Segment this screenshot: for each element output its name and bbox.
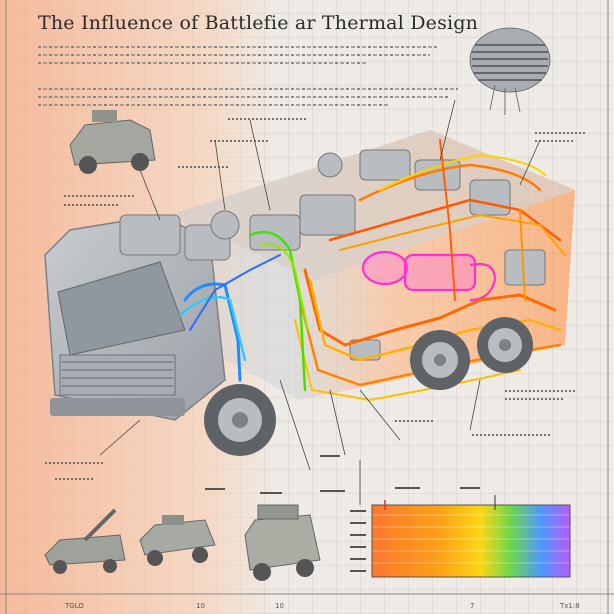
- callout-label: [228, 118, 308, 120]
- footer-label-mid: 10: [196, 602, 205, 610]
- truck-icon: [244, 504, 321, 581]
- wheel-icon: [410, 330, 470, 390]
- callout-label: [55, 478, 95, 480]
- callout-label: [64, 204, 120, 206]
- callout-label: [505, 398, 565, 400]
- wheel-icon: [477, 317, 533, 373]
- artillery-vehicle-icon: [44, 508, 126, 574]
- armored-vehicle-icon: [69, 110, 156, 174]
- callout-label: [505, 390, 575, 392]
- callout-label: [64, 195, 134, 197]
- callout-label: [535, 132, 585, 134]
- page-title: The Influence of Battlefie ar Thermal De…: [38, 12, 479, 34]
- footer-label-mid2: 10: [275, 602, 284, 610]
- heat-pipes-hot: [294, 139, 566, 401]
- callout-label: [45, 462, 105, 464]
- engine-components: [119, 149, 546, 361]
- wheel-icon: [204, 384, 276, 456]
- callout-label: [395, 420, 435, 422]
- paragraph-line: [38, 62, 368, 64]
- paragraph-line: [38, 104, 388, 106]
- hot-component-magenta: [361, 250, 497, 302]
- callout-label: [178, 166, 230, 168]
- armored-vehicle-icon: [139, 515, 216, 566]
- coolant-pipes: [178, 230, 309, 392]
- heatsink-icon: [469, 27, 551, 115]
- footer-label-right: 7: [470, 602, 475, 610]
- footer-label-left: TGLO: [65, 602, 84, 610]
- footer-label-right2: Tx1:8: [560, 602, 580, 610]
- callout-label: [210, 140, 270, 142]
- callout-label: [535, 140, 575, 142]
- bumper-icon: [50, 398, 185, 416]
- paragraph-line: [38, 88, 458, 90]
- callout-leaders: [99, 99, 541, 505]
- paragraph-line: [38, 46, 438, 48]
- thermal-spectrum-chart: [350, 495, 571, 578]
- callout-label: [472, 434, 552, 436]
- paragraph-line: [38, 54, 430, 56]
- paragraph-line: [38, 96, 448, 98]
- bottom-labels: [205, 455, 480, 494]
- grille-icon: [59, 354, 176, 396]
- windshield-icon: [57, 261, 186, 356]
